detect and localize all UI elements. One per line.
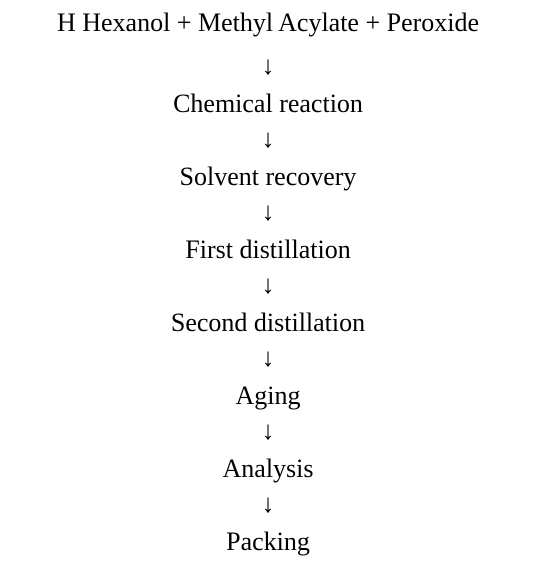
step-6-analysis: Analysis [222, 454, 314, 483]
down-arrow-icon: ↓ [261, 197, 275, 226]
down-arrow-icon: ↓ [261, 270, 275, 299]
step-0-reactants: H Hexanol + Methyl Acylate + Peroxide [56, 8, 480, 37]
down-arrow-icon: ↓ [261, 124, 275, 153]
down-arrow-icon: ↓ [261, 416, 275, 445]
down-arrow-icon: ↓ [261, 489, 275, 518]
step-7-packing: Packing [226, 527, 310, 556]
step-2-solvent-recovery: Solvent recovery [179, 162, 357, 191]
step-1-chemical-reaction: Chemical reaction [173, 89, 363, 118]
step-3-first-distillation: First distillation [185, 235, 351, 264]
step-5-aging: Aging [235, 381, 301, 410]
step-4-second-distillation: Second distillation [170, 308, 366, 337]
down-arrow-icon: ↓ [261, 51, 275, 80]
down-arrow-icon: ↓ [261, 343, 275, 372]
